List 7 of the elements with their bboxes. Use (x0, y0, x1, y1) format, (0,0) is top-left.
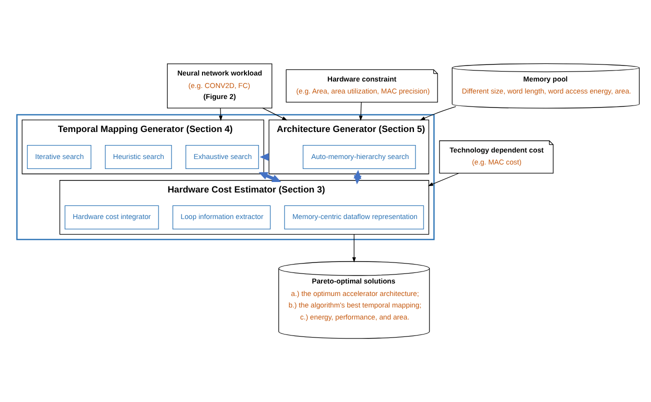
arrow (258, 172, 282, 182)
arrow (352, 234, 356, 263)
arrow (428, 172, 460, 186)
arrow (262, 108, 288, 120)
arrow (218, 108, 223, 121)
arrow (420, 106, 456, 120)
arrow (358, 102, 363, 121)
